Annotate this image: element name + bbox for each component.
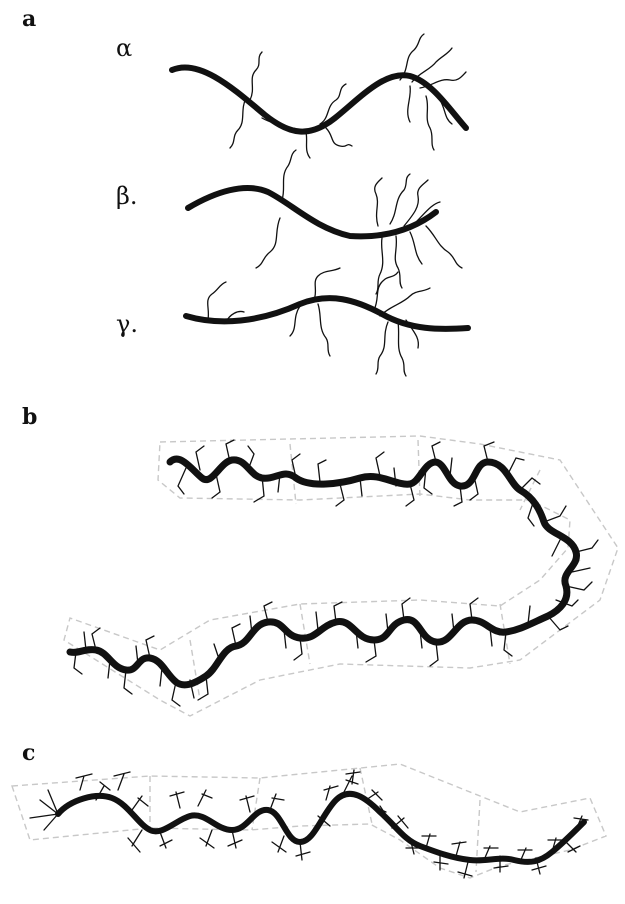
gamma-chain [186, 268, 468, 376]
panel-b-chain [70, 440, 598, 706]
panel-c-chain [30, 770, 588, 878]
panel-b-segments [64, 436, 618, 716]
alpha-chain [172, 34, 466, 158]
